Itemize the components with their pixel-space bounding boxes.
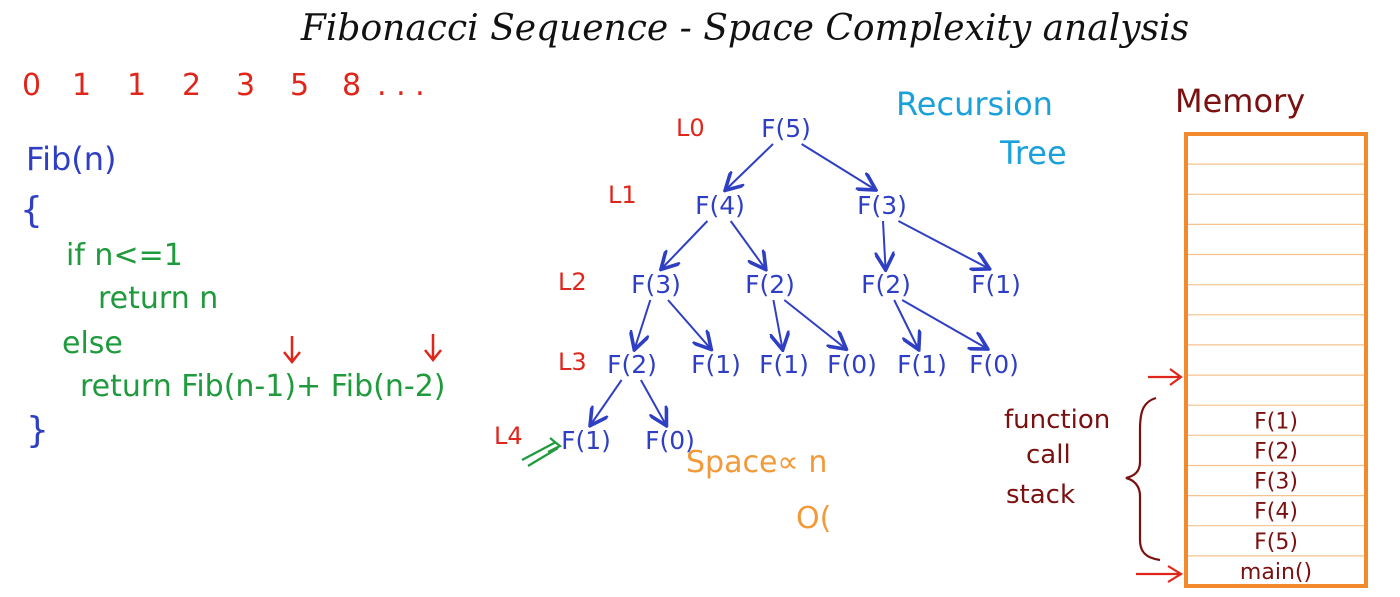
stack-label-line: function [1004, 405, 1110, 435]
tree-node: F(3) [857, 191, 907, 220]
tree-node: F(1) [971, 270, 1021, 299]
tree-edge [729, 220, 765, 268]
code-signature: Fib(n) [26, 140, 117, 178]
fib-pseudocode: Fib(n) { if n<=1 return n else return Fi… [20, 140, 446, 451]
tree-node: F(0) [827, 350, 877, 379]
tree-heading: Recursion [896, 85, 1053, 123]
tree-node: F(1) [691, 350, 741, 379]
memory-stack: F(1) F(2) F(3) F(4) F(5) main() [1184, 132, 1368, 588]
tree-node: F(2) [607, 350, 657, 379]
stack-brace-icon [1125, 396, 1161, 562]
level-label: L2 [558, 268, 587, 296]
space-relation: Space∝ n [686, 445, 827, 480]
sequence-term: 1 [127, 68, 146, 103]
stack-frame: F(1) [1254, 409, 1298, 434]
code-if-line: if n<=1 [66, 238, 183, 273]
tree-node: F(0) [645, 426, 695, 455]
tree-edge [662, 220, 709, 268]
tree-edge [727, 143, 774, 189]
level-label: L4 [494, 422, 523, 450]
space-order: O( [796, 501, 831, 536]
tree-node: F(3) [631, 270, 681, 299]
tree-edge [640, 379, 666, 424]
level-label: L1 [608, 181, 637, 209]
page-title: Fibonacci Sequence - Space Complexity an… [300, 8, 1189, 49]
call-arrow-icon [424, 334, 442, 363]
stack-label-line: call [1026, 440, 1071, 470]
tree-edge [591, 379, 623, 424]
level-label: L0 [676, 114, 705, 142]
tree-nodes: F(5) F(4) F(3) F(3) F(2) F(2) F(1) F(2) F(1) F(1)… [561, 114, 1021, 455]
tree-edge [773, 299, 782, 348]
tree-edge [667, 299, 710, 348]
code-return-recursive: return Fib(n-1)+ Fib(n-2) [80, 369, 446, 404]
level-pointer-icon [521, 437, 563, 467]
sequence-term: 2 [182, 68, 201, 103]
stack-frame: F(3) [1254, 470, 1298, 495]
memory-frame [1184, 132, 1368, 588]
stack-top-pointer-icon [1148, 368, 1183, 386]
stack-label-line: stack [1006, 480, 1075, 510]
tree-edge [893, 299, 918, 348]
tree-level-labels: L0 L1 L2 L3 L4 [494, 114, 705, 450]
sequence-ellipsis: . . . [377, 68, 425, 103]
tree-node: F(2) [861, 270, 911, 299]
tree-node: F(1) [759, 350, 809, 379]
tree-heading: Tree [999, 134, 1067, 172]
code-open-brace: { [20, 190, 43, 231]
tree-edge [783, 299, 845, 348]
tree-edge [635, 299, 652, 348]
memory-heading: Memory [1175, 82, 1305, 120]
tree-node: F(1) [897, 350, 947, 379]
sequence-term: 8 [342, 68, 361, 103]
stack-frame: main() [1240, 560, 1312, 585]
code-return-n: return n [98, 281, 218, 316]
sequence-term: 1 [72, 68, 91, 103]
tree-edge [901, 299, 986, 348]
call-stack-label: function call stack [1004, 405, 1110, 510]
stack-frame: F(4) [1254, 500, 1298, 525]
tree-edge [883, 220, 886, 268]
sequence-term: 3 [236, 68, 255, 103]
tree-node: F(1) [561, 426, 611, 455]
code-close-brace: } [26, 410, 49, 451]
stack-frame: F(5) [1254, 530, 1298, 555]
tree-edges [591, 143, 988, 424]
level-label: L3 [558, 348, 587, 376]
tree-node: F(2) [745, 270, 795, 299]
fibonacci-sequence: 0 1 1 2 3 5 8 . . . [22, 68, 425, 103]
call-arrow-icon [283, 336, 301, 365]
code-else-line: else [62, 326, 123, 361]
stack-frame: F(2) [1254, 439, 1298, 464]
tree-edge [897, 220, 987, 268]
tree-node: F(5) [761, 114, 811, 143]
tree-node: F(4) [695, 191, 745, 220]
tree-edge [801, 143, 875, 189]
sequence-term: 5 [290, 68, 309, 103]
tree-node: F(0) [969, 350, 1019, 379]
sequence-term: 0 [22, 68, 41, 103]
stack-bottom-pointer-icon [1136, 565, 1184, 583]
